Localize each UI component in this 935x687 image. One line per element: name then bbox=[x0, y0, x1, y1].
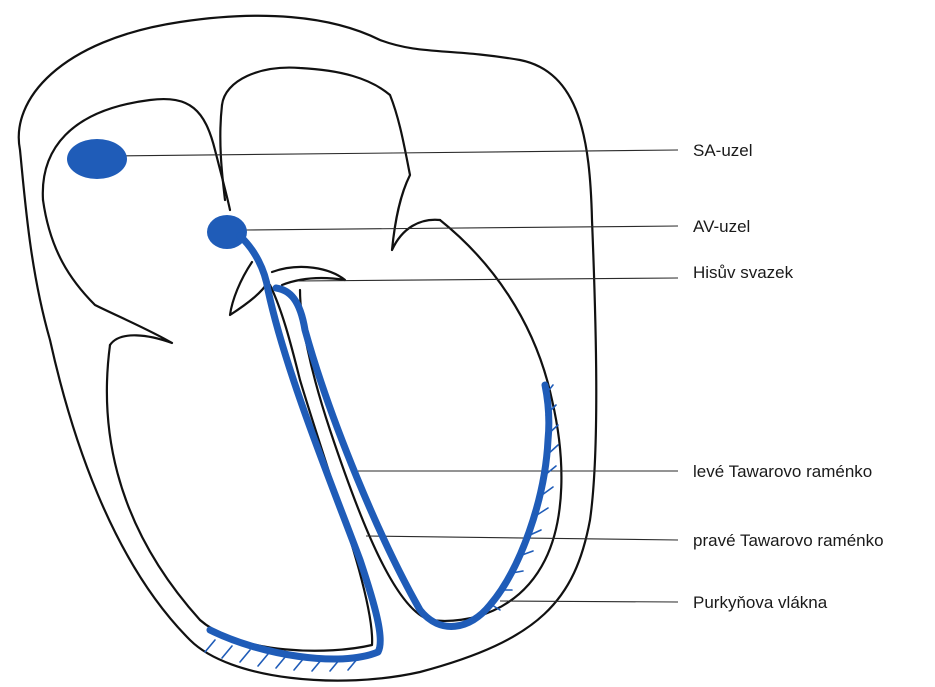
label-right-bundle-branch: pravé Tawarovo raménko bbox=[693, 531, 884, 550]
label-sa-node: SA-uzel bbox=[693, 141, 753, 160]
av-node-shape bbox=[207, 215, 247, 249]
label-left-bundle-branch: levé Tawarovo raménko bbox=[693, 462, 872, 481]
label-purkinje-fibers: Purkyňova vlákna bbox=[693, 593, 828, 612]
label-av-node: AV-uzel bbox=[693, 217, 750, 236]
sa-node-shape bbox=[67, 139, 127, 179]
label-his-bundle: Hisův svazek bbox=[693, 263, 794, 282]
